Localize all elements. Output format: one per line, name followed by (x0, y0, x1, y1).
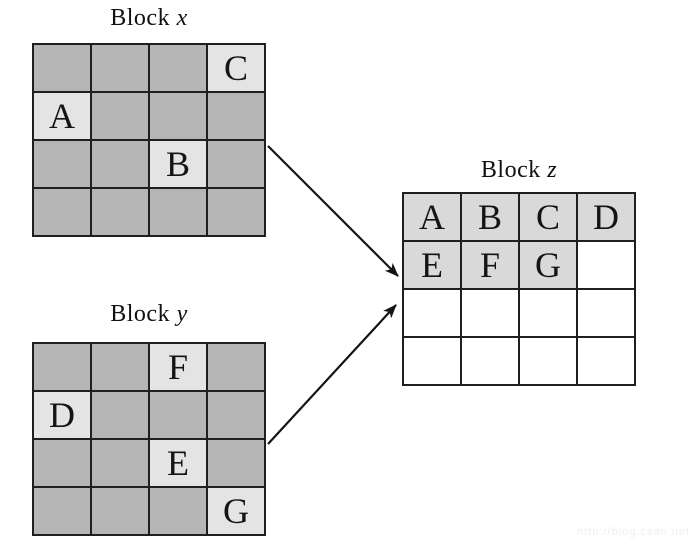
grid-cell (578, 242, 634, 288)
grid-cell (150, 45, 206, 91)
grid-cell (208, 392, 264, 438)
watermark-text: http://blog.csdn.net (577, 526, 690, 538)
grid-cell-C: C (208, 45, 264, 91)
grid-cell (208, 141, 264, 187)
grid-cell-D: D (578, 194, 634, 240)
block-x-title-var: x (176, 5, 188, 31)
grid-cell-E: E (404, 242, 460, 288)
block-z-title-var: z (547, 157, 558, 183)
grid-cell (34, 440, 90, 486)
grid-cell (578, 338, 634, 384)
block-y-title-var: y (176, 301, 188, 327)
grid-cell (404, 338, 460, 384)
block-z-title: Block z (402, 157, 636, 184)
grid-cell (404, 290, 460, 336)
grid-cell (150, 189, 206, 235)
grid-cell-A: A (404, 194, 460, 240)
grid-cell (208, 93, 264, 139)
arrow-y-to-z (267, 304, 397, 445)
grid-cell (462, 338, 518, 384)
grid-cell-F: F (150, 344, 206, 390)
grid-cell-F: F (462, 242, 518, 288)
grid-cell-E: E (150, 440, 206, 486)
grid-cell-A: A (34, 93, 90, 139)
grid-cell (150, 392, 206, 438)
grid-cell (578, 290, 634, 336)
arrow-x-to-z (267, 145, 399, 277)
block-x-title-label: Block (110, 5, 171, 31)
grid-cell-G: G (208, 488, 264, 534)
block-x-title: Block x (32, 5, 266, 32)
block-y-title-label: Block (110, 301, 171, 327)
grid-cell (208, 189, 264, 235)
grid-cell (34, 488, 90, 534)
grid-cell-D: D (34, 392, 90, 438)
grid-cell (520, 290, 576, 336)
grid-cell (92, 488, 148, 534)
grid-cell (92, 45, 148, 91)
grid-cell (208, 440, 264, 486)
grid-cell (150, 93, 206, 139)
block-x-grid: C A B (32, 43, 266, 237)
grid-cell (462, 290, 518, 336)
grid-cell-B: B (462, 194, 518, 240)
grid-cell (92, 189, 148, 235)
grid-cell (520, 338, 576, 384)
grid-cell (150, 488, 206, 534)
grid-cell (92, 440, 148, 486)
grid-cell (92, 141, 148, 187)
grid-cell (34, 189, 90, 235)
block-z-title-label: Block (480, 157, 541, 183)
grid-cell (34, 45, 90, 91)
grid-cell (208, 344, 264, 390)
grid-cell-C: C (520, 194, 576, 240)
block-y-title: Block y (32, 301, 266, 328)
grid-cell (92, 344, 148, 390)
grid-cell-G: G (520, 242, 576, 288)
grid-cell-B: B (150, 141, 206, 187)
grid-cell (92, 93, 148, 139)
grid-cell (34, 141, 90, 187)
grid-cell (34, 344, 90, 390)
grid-cell (92, 392, 148, 438)
